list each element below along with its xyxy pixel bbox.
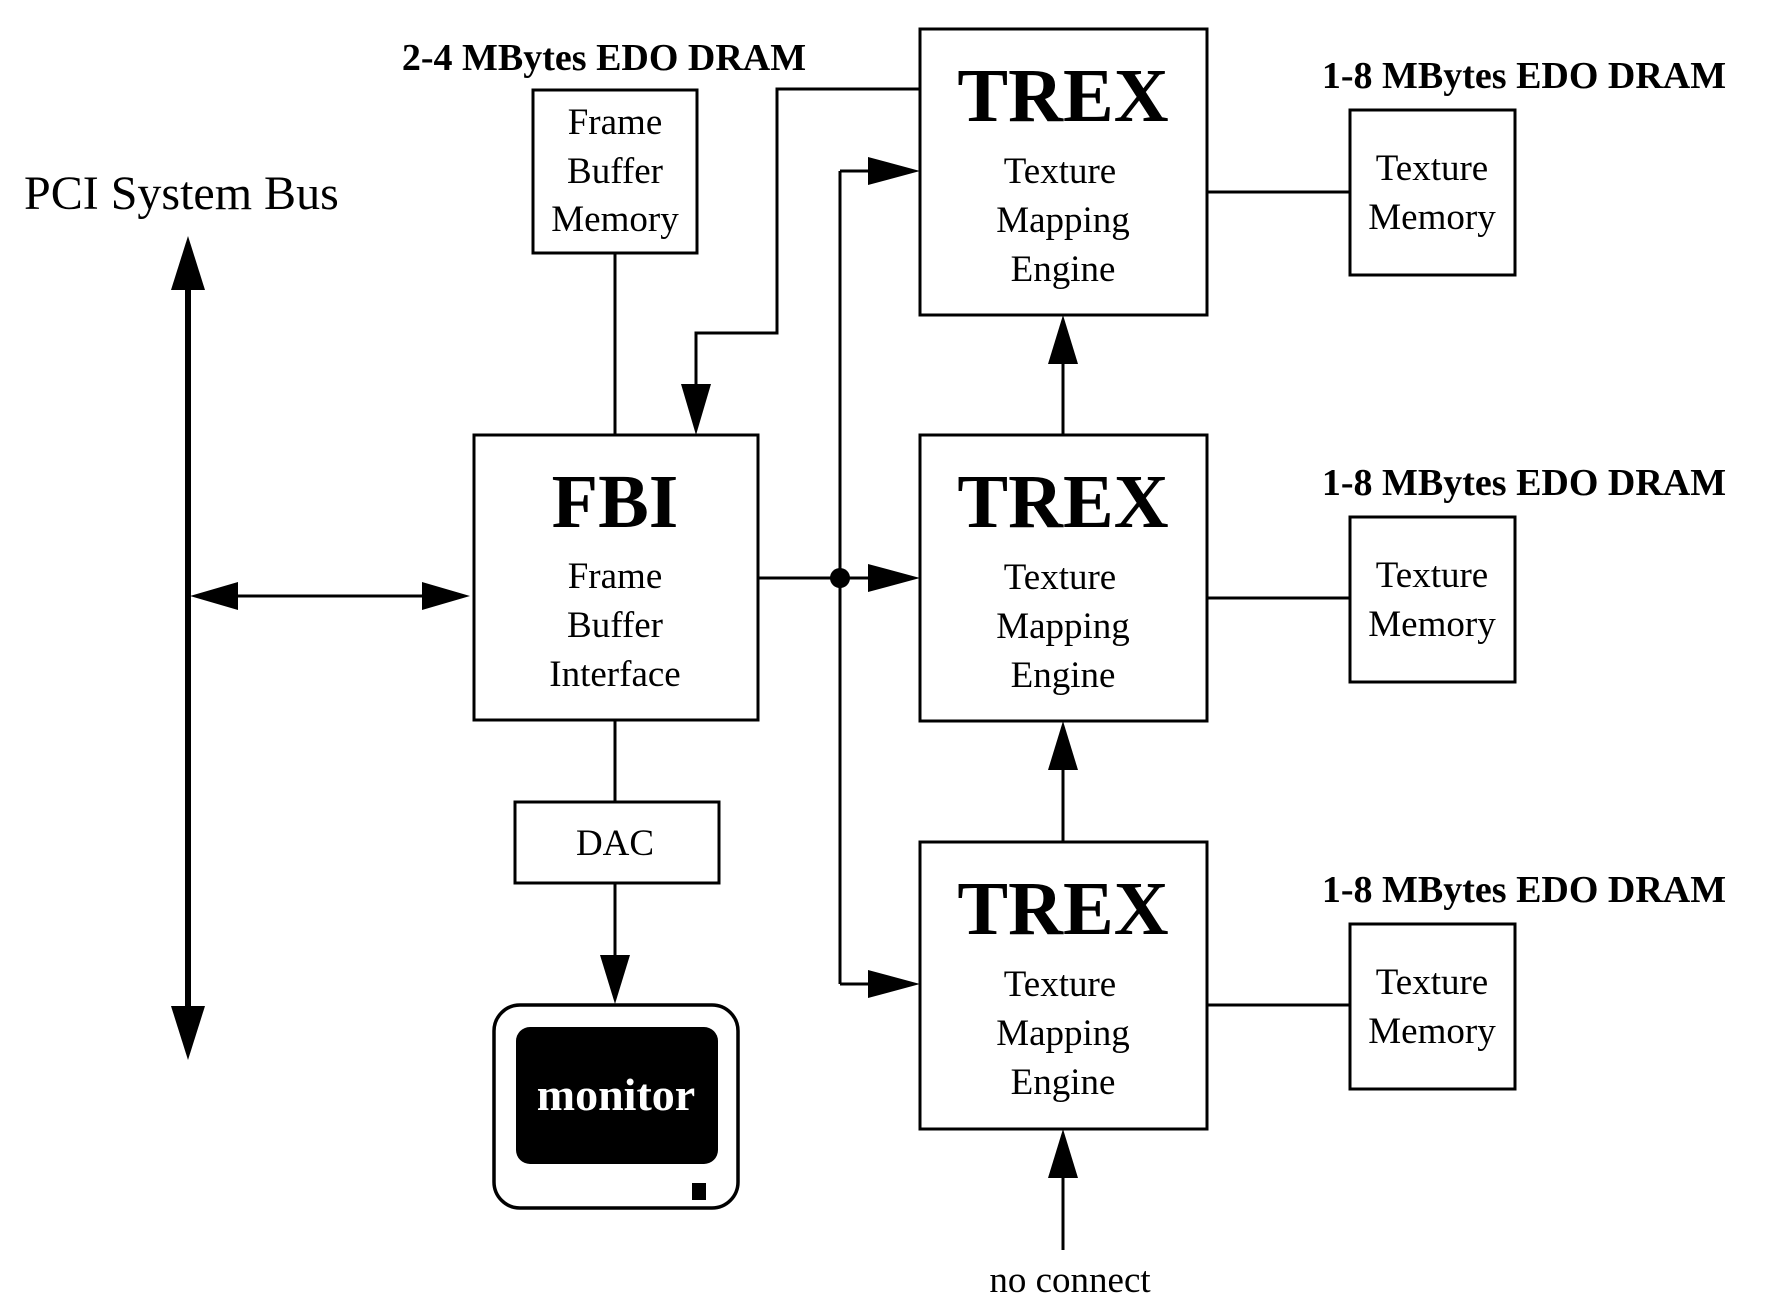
- frame-buffer-line-2: Buffer: [567, 151, 663, 192]
- dac-block: DAC: [513, 800, 721, 885]
- fbi-trex-top-arrow: [868, 157, 920, 185]
- texture-memory-middle: 1-8 MBytes EDO DRAM Texture Memory: [1322, 462, 1726, 684]
- trex-to-fbi-path: [681, 87, 920, 435]
- power-button-icon: [692, 1183, 706, 1200]
- trex-middle-line-2: Mapping: [996, 606, 1130, 647]
- texture-memory-middle-line-1: Texture: [1376, 555, 1488, 596]
- pci-bus-arrow-up: [171, 236, 205, 290]
- trex-fbi-arrow-down: [681, 384, 711, 435]
- pci-fbi-arrow-right: [422, 582, 470, 610]
- trex-top-box: [918, 27, 1209, 317]
- texture-memory-top-line-2: Memory: [1368, 197, 1496, 238]
- texture-memory-top-caption: 1-8 MBytes EDO DRAM: [1322, 55, 1726, 97]
- fbi-trex-middle-arrow: [868, 564, 920, 592]
- frame-buffer-dram-caption: 2-4 MBytes EDO DRAM: [402, 37, 806, 79]
- trex-bottom-line-3: Engine: [1011, 1062, 1116, 1103]
- trex-top-line-3: Engine: [1011, 249, 1116, 290]
- trex-top-line-2: Mapping: [996, 200, 1130, 241]
- trex-bottom-to-middle: [1048, 721, 1078, 842]
- trex-middle: TREX Texture Mapping Engine: [918, 433, 1209, 723]
- frame-buffer-line-3: Memory: [551, 199, 679, 240]
- texture-memory-bottom-line-1: Texture: [1376, 962, 1488, 1003]
- trex-top: TREX Texture Mapping Engine: [918, 27, 1209, 317]
- monitor-label: monitor: [537, 1069, 695, 1120]
- fbi-line-3: Interface: [549, 654, 680, 695]
- trex-middle-line-3: Engine: [1011, 655, 1116, 696]
- trex-bottom-line-1: Texture: [1004, 964, 1116, 1005]
- texture-memory-top-line-1: Texture: [1376, 148, 1488, 189]
- fbi-block: FBI Frame Buffer Interface: [472, 433, 760, 722]
- dac-monitor-link: [600, 883, 630, 1004]
- fbi-title: FBI: [552, 460, 679, 544]
- trex-middle-top-arrow: [1048, 315, 1078, 364]
- pci-system-bus: PCI System Bus: [24, 167, 339, 1060]
- no-connect-arrow: [1048, 1129, 1078, 1178]
- no-connect-input: no connect: [989, 1129, 1151, 1301]
- dac-monitor-arrow: [600, 955, 630, 1004]
- frame-buffer-box: [531, 88, 699, 255]
- monitor-screen: [516, 1027, 718, 1164]
- monitor: monitor: [492, 1003, 740, 1210]
- dac-label: DAC: [576, 823, 654, 864]
- texture-memory-middle-caption: 1-8 MBytes EDO DRAM: [1322, 462, 1726, 504]
- pci-fbi-link: [190, 582, 470, 610]
- trex-bottom-line-2: Mapping: [996, 1013, 1130, 1054]
- pci-bus-label: PCI System Bus: [24, 167, 339, 220]
- texture-memory-top: 1-8 MBytes EDO DRAM Texture Memory: [1322, 55, 1726, 277]
- texture-memory-bottom-box: [1348, 922, 1517, 1091]
- fbi-trex-bottom-arrow: [868, 970, 920, 998]
- texture-memory-middle-line-2: Memory: [1368, 604, 1496, 645]
- pci-fbi-arrow-left: [190, 582, 238, 610]
- dac-box: [513, 800, 721, 885]
- fbi-box: [472, 433, 760, 722]
- no-connect-label: no connect: [989, 1260, 1151, 1301]
- trex-bottom-title: TREX: [957, 867, 1168, 951]
- frame-buffer-line-1: Frame: [568, 102, 663, 143]
- fbi-line-2: Buffer: [567, 605, 663, 646]
- texture-memory-top-box: [1348, 108, 1517, 277]
- trex-middle-title: TREX: [957, 460, 1168, 544]
- fbi-line-1: Frame: [568, 556, 663, 597]
- texture-memory-middle-box: [1348, 515, 1517, 684]
- fbi-trex-distribution: [758, 157, 920, 998]
- trex-top-line-1: Texture: [1004, 151, 1116, 192]
- trex-top-title: TREX: [957, 54, 1168, 138]
- texture-memory-bottom-caption: 1-8 MBytes EDO DRAM: [1322, 869, 1726, 911]
- trex-middle-line-1: Texture: [1004, 557, 1116, 598]
- trex-bottom-middle-arrow: [1048, 721, 1078, 770]
- trex-bottom: TREX Texture Mapping Engine: [918, 840, 1209, 1131]
- pci-bus-arrow-down: [171, 1006, 205, 1060]
- frame-buffer-memory: 2-4 MBytes EDO DRAM Frame Buffer Memory: [402, 37, 806, 255]
- texture-memory-bottom: 1-8 MBytes EDO DRAM Texture Memory: [1322, 869, 1726, 1091]
- trex-middle-to-top: [1048, 315, 1078, 435]
- trex-middle-box: [918, 433, 1209, 723]
- trex-bottom-box: [918, 840, 1209, 1131]
- texture-memory-bottom-line-2: Memory: [1368, 1011, 1496, 1052]
